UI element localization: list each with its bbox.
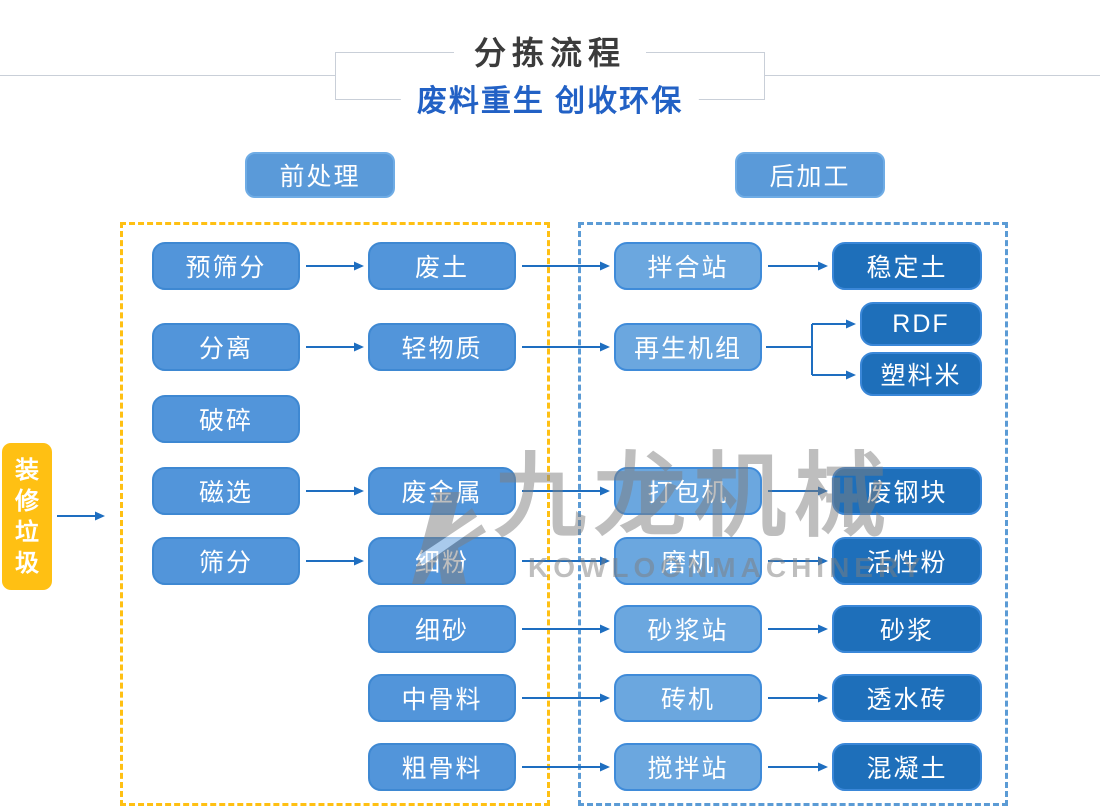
flow-node-active-powder: 活性粉 [832, 537, 982, 585]
flow-node-magnetic-separation: 磁选 [152, 467, 300, 515]
flow-node-scrap-metal: 废金属 [368, 467, 516, 515]
flow-node-mortar: 砂浆 [832, 605, 982, 653]
flow-node-mixing-station: 拌合站 [614, 242, 762, 290]
flow-node-concrete: 混凝土 [832, 743, 982, 791]
header-line-left [0, 75, 335, 76]
page-subtitle: 废料重生 创收环保 [400, 86, 700, 118]
flow-node-plastic-pellets: 塑料米 [860, 352, 982, 396]
flow-node-concrete-mixing-station: 搅拌站 [614, 743, 762, 791]
flow-node-mill: 磨机 [614, 537, 762, 585]
flow-node-medium-aggregate: 中骨料 [368, 674, 516, 722]
flow-node-fine-powder: 细粉 [368, 537, 516, 585]
flow-node-baler: 打包机 [614, 467, 762, 515]
flow-node-light-material: 轻物质 [368, 323, 516, 371]
flow-node-fine-sand: 细砂 [368, 605, 516, 653]
source-box-label: 装修垃圾 [15, 456, 39, 577]
flow-node-permeable-brick: 透水砖 [832, 674, 982, 722]
flow-node-scrap-steel-block: 废钢块 [832, 467, 982, 515]
flow-node-coarse-aggregate: 粗骨料 [368, 743, 516, 791]
flow-node-screening: 筛分 [152, 537, 300, 585]
header-line-right [765, 75, 1100, 76]
flow-node-mortar-station: 砂浆站 [614, 605, 762, 653]
flow-node-separation: 分离 [152, 323, 300, 371]
flow-node-recycling-unit: 再生机组 [614, 323, 762, 371]
flow-node-stabilized-soil: 稳定土 [832, 242, 982, 290]
post-panel [578, 222, 1008, 806]
pre-panel [120, 222, 550, 806]
flow-node-waste-soil: 废土 [368, 242, 516, 290]
section-button-pre-processing: 前处理 [245, 152, 395, 198]
flow-node-crushing: 破碎 [152, 395, 300, 443]
flow-node-pre-screening: 预筛分 [152, 242, 300, 290]
flow-node-rdf: RDF [860, 302, 982, 346]
section-button-post-processing: 后加工 [735, 152, 885, 198]
source-box-renovation-waste: 装修垃圾 [2, 443, 52, 590]
page-title: 分拣流程 [453, 36, 647, 70]
flow-node-brick-machine: 砖机 [614, 674, 762, 722]
